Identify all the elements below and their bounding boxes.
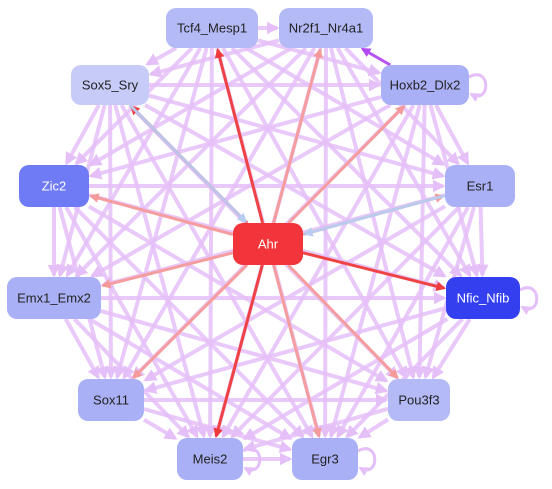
edge-nfic-to-pou3f3: [431, 317, 472, 380]
edge-esr1-to-nfic: [475, 206, 489, 278]
edge-ahr-to-pou3f3: [287, 263, 399, 379]
self-loop-egr3: [357, 447, 377, 476]
node-box: [19, 165, 89, 207]
node-box: [446, 277, 520, 319]
node-esr1[interactable]: Esr1: [445, 165, 515, 207]
edge-layer: [47, 21, 489, 466]
node-label: Nfic_Nfib: [457, 291, 510, 306]
node-box: [279, 8, 373, 48]
node-box: [292, 438, 358, 480]
self-loop-hoxb2: [468, 73, 488, 102]
edge-ahr-to-egr3: [272, 264, 322, 438]
self-loop-layer: [242, 73, 539, 476]
edge-ahr-to-tcf4: [214, 48, 265, 224]
edge-ahr-to-hoxb2: [287, 105, 406, 225]
edge-ahr-to-zic2: [89, 193, 234, 236]
edge-hoxb2-to-esr1: [434, 104, 470, 166]
edge-nr2f1-to-egr3: [318, 47, 332, 439]
edge-nfic-to-meis2: [242, 317, 449, 441]
node-label: Zic2: [42, 179, 67, 194]
edge-esr1-to-sox11: [143, 204, 447, 382]
node-box: [233, 223, 303, 265]
edge-hoxb2-to-emx1: [90, 103, 392, 278]
node-zic2[interactable]: Zic2: [19, 165, 89, 207]
self-loop-nfic: [519, 286, 539, 315]
edge-sox5-to-nfic: [144, 103, 447, 278]
node-sox5[interactable]: Sox5_Sry: [71, 65, 149, 105]
edge-ahr-to-nfic: [302, 251, 446, 291]
node-pou3f3[interactable]: Pou3f3: [388, 379, 450, 421]
node-label: Meis2: [193, 452, 228, 467]
node-label: Egr3: [311, 452, 338, 467]
edge-hoxb2-to-nr2f1: [360, 47, 392, 67]
edge-tcf4-to-pou3f3: [221, 47, 409, 380]
node-egr3[interactable]: Egr3: [292, 438, 358, 480]
self-loop-meis2: [242, 447, 262, 476]
node-label: Sox11: [93, 393, 129, 408]
edge-hoxb2-to-meis2: [221, 104, 416, 439]
node-box: [388, 379, 450, 421]
node-sox11[interactable]: Sox11: [78, 379, 144, 421]
node-meis2[interactable]: Meis2: [177, 438, 243, 480]
node-box: [177, 438, 243, 480]
edge-hoxb2-to-pou3f3: [413, 104, 427, 380]
node-nfic[interactable]: Nfic_Nfib: [446, 277, 520, 319]
node-label: Esr1: [467, 179, 494, 194]
node-box: [166, 8, 258, 48]
edge-tcf4-to-sox5: [145, 46, 178, 66]
edge-zic2-to-pou3f3: [87, 204, 389, 383]
edge-nr2f1-to-sox5: [148, 38, 280, 78]
node-label: Tcf4_Mesp1: [177, 21, 247, 36]
node-tcf4[interactable]: Tcf4_Mesp1: [166, 8, 258, 48]
edge-ahr-to-meis2: [213, 264, 264, 438]
node-box: [381, 65, 469, 105]
node-label: Emx1_Emx2: [17, 291, 91, 306]
edge-ahr-to-emx1: [101, 251, 234, 289]
edge-emx1-to-sox11: [63, 318, 101, 380]
node-label: Hoxb2_Dlx2: [390, 78, 461, 93]
edge-pou3f3-to-egr3: [357, 417, 390, 439]
node-ahr[interactable]: Ahr: [233, 223, 303, 265]
node-box: [78, 379, 144, 421]
node-box: [7, 277, 101, 319]
edge-ahr-to-nr2f1: [272, 48, 323, 224]
edge-tcf4-to-meis2: [203, 47, 217, 439]
node-emx1[interactable]: Emx1_Emx2: [7, 277, 101, 319]
edge-esr1-to-ahr: [303, 194, 446, 237]
node-label: Nr2f1_Nr4a1: [289, 21, 363, 36]
edge-emx1-to-pou3f3: [100, 309, 389, 395]
edge-sox11-to-meis2: [142, 417, 178, 441]
node-box: [71, 65, 149, 105]
node-label: Pou3f3: [398, 393, 439, 408]
node-label: Ahr: [258, 237, 279, 252]
node-label: Sox5_Sry: [82, 78, 139, 93]
edge-ahr-to-sox11: [132, 263, 248, 379]
edge-sox5-to-ahr: [128, 103, 248, 223]
edge-sox5-to-zic2: [64, 104, 101, 166]
edge-nr2f1-to-sox11: [122, 46, 317, 380]
edge-hoxb2-to-zic2: [88, 95, 382, 180]
node-hoxb2[interactable]: Hoxb2_Dlx2: [381, 65, 469, 105]
node-box: [445, 165, 515, 207]
node-nr2f1[interactable]: Nr2f1_Nr4a1: [279, 8, 373, 48]
